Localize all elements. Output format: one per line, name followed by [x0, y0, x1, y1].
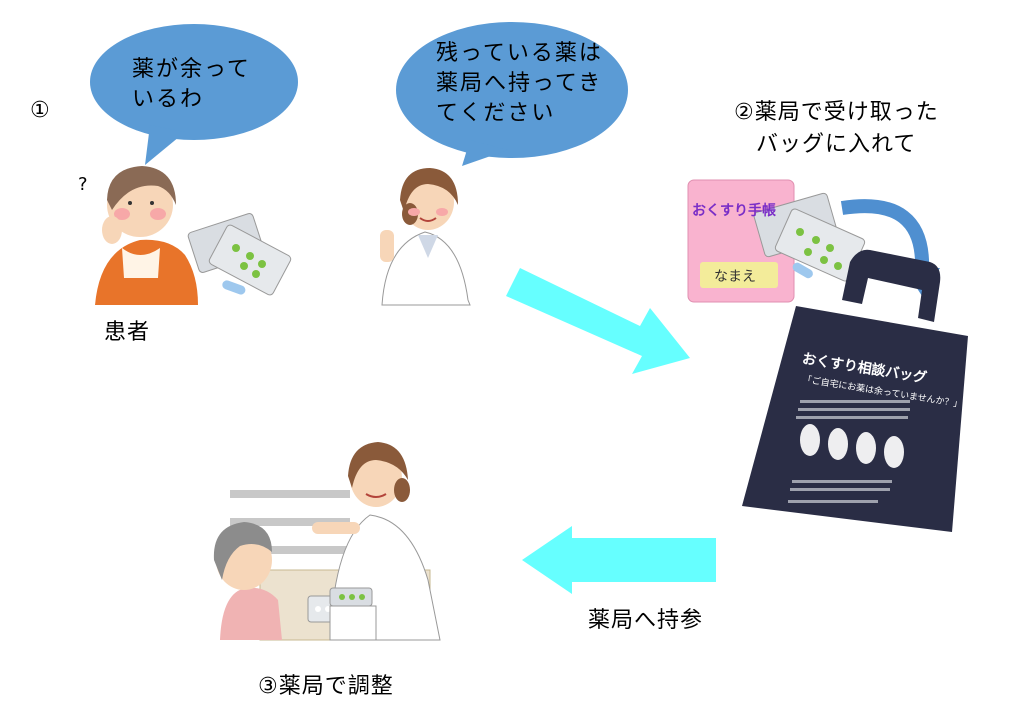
notebook-name-field: なまえ — [714, 269, 756, 285]
step3-label: ③薬局で調整 — [258, 674, 394, 699]
bubble-pharmacist-line3: てください — [436, 101, 556, 126]
pill-pack-patient — [187, 213, 292, 296]
arrow-to-pharmacy — [522, 526, 716, 594]
pill-pack-notebook — [753, 192, 866, 282]
step2-line2: バッグに入れて — [756, 132, 917, 157]
pharmacist-illustration-top — [380, 168, 471, 306]
arrow-bottom-label: 薬局へ持参 — [588, 608, 704, 633]
patient-illustration — [95, 166, 198, 305]
bag-illustration — [742, 249, 968, 532]
question-mark: ? — [78, 174, 88, 195]
speech-bubble-pharmacist — [396, 22, 628, 166]
bubble-pharmacist-line1: 残っている薬は — [436, 41, 603, 66]
bubble-pharmacist-line2: 薬局へ持ってき — [436, 71, 603, 96]
speech-bubble-patient — [90, 24, 298, 165]
notebook-title: おくすり手帳 — [692, 203, 776, 219]
bubble-patient-line1: 薬が余って — [132, 57, 251, 82]
step2-line1: ②薬局で受け取った — [734, 100, 939, 125]
step1-marker: ① — [30, 98, 51, 123]
patient-label: 患者 — [104, 320, 151, 345]
bubble-patient-line2: いるわ — [132, 87, 205, 112]
pharmacy-counter-scene — [213, 442, 441, 641]
arrow-to-bag — [506, 268, 690, 374]
